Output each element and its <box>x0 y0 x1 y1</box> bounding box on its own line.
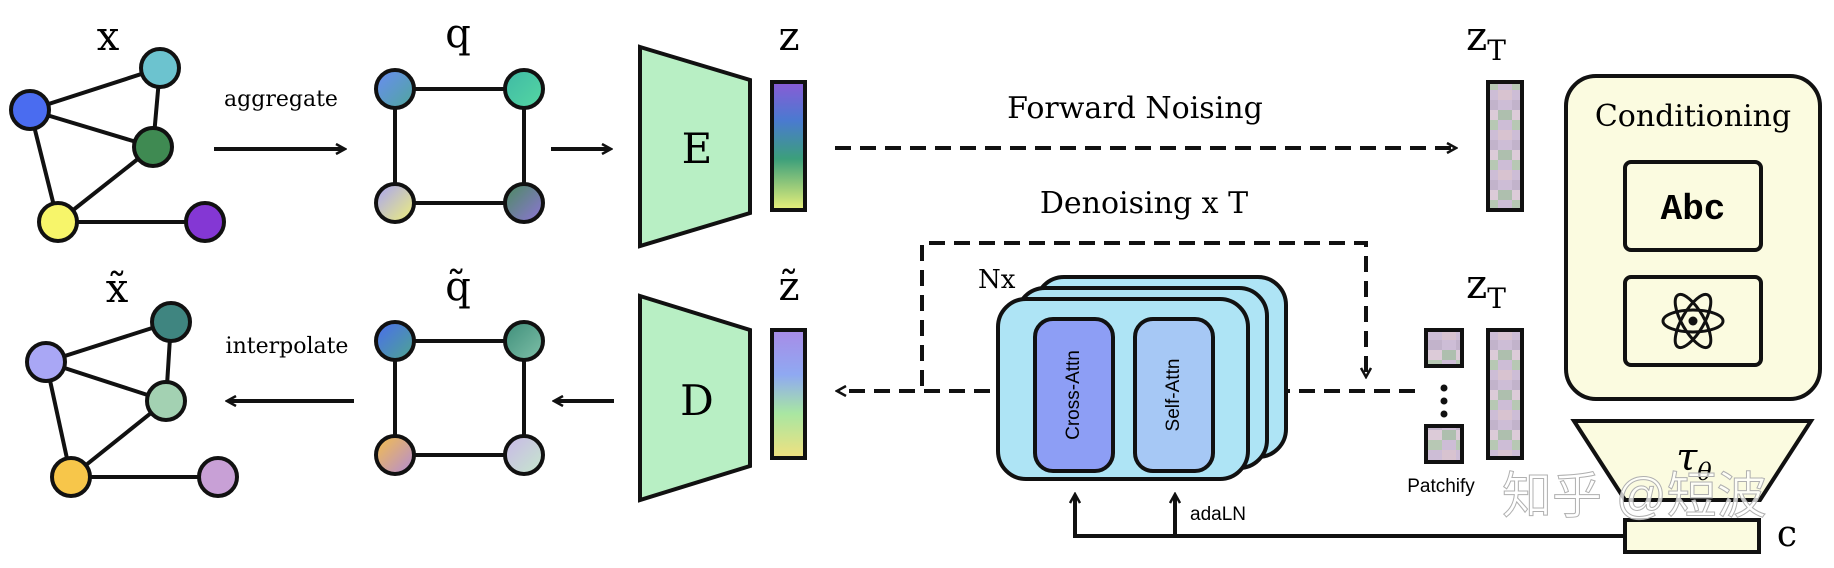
graph-node <box>150 301 192 343</box>
condition-c-box <box>1623 518 1761 554</box>
quad-q <box>374 68 545 224</box>
graph-node <box>139 47 181 89</box>
quad-node <box>503 434 545 476</box>
label-q: q <box>445 11 471 57</box>
label-x-tilde: x̃ <box>106 266 129 312</box>
label-forward-noising: Forward Noising <box>1007 91 1263 126</box>
label-interpolate: interpolate <box>226 334 349 359</box>
quad-node <box>374 434 416 476</box>
label-tau: τθ <box>1676 435 1712 486</box>
latent-zT-top <box>1486 80 1524 212</box>
condition-feed-line <box>1075 495 1625 538</box>
quad-node <box>503 182 545 224</box>
label-decoder: D <box>680 376 714 425</box>
cross-attn-block <box>1033 317 1115 473</box>
patchify-tokens <box>1424 328 1464 464</box>
graph-node <box>197 456 239 498</box>
input-graph <box>9 47 226 243</box>
label-encoder: E <box>682 124 713 173</box>
latent-zT-bottom <box>1486 328 1524 460</box>
quad-node <box>374 320 416 362</box>
quad-node <box>374 68 416 110</box>
denoising-loop <box>920 241 1366 386</box>
label-cross-attn: Cross-Attn <box>1063 350 1084 440</box>
self-attn-block <box>1133 317 1215 473</box>
label-abc: Abc <box>1661 189 1726 230</box>
graph-node <box>184 201 226 243</box>
label-aggregate: aggregate <box>224 87 338 112</box>
decoder-block <box>638 293 752 503</box>
latent-z-tilde <box>770 328 807 460</box>
label-q-tilde: q̃ <box>445 264 471 310</box>
watermark: 知乎 @短波 <box>1502 468 1767 524</box>
graph-node <box>9 89 51 131</box>
label-zT-bottom: zT <box>1466 262 1506 315</box>
label-self-attn: Self-Attn <box>1163 359 1184 432</box>
atom-icon <box>1661 292 1725 350</box>
quad-node <box>503 68 545 110</box>
graph-node <box>25 341 67 383</box>
quad-q-tilde <box>374 320 545 476</box>
encoder-block <box>638 44 752 249</box>
label-z: z <box>778 14 799 60</box>
label-conditioning: Conditioning <box>1595 99 1791 134</box>
label-denoising: Denoising x T <box>1040 186 1248 221</box>
output-graph <box>25 301 239 498</box>
label-x: x <box>97 14 120 60</box>
label-zT-top: zT <box>1466 14 1506 67</box>
label-adaln: adaLN <box>1190 504 1246 525</box>
graph-node <box>132 126 174 168</box>
quad-node <box>503 320 545 362</box>
graph-node <box>37 201 79 243</box>
text-condition-box <box>1623 160 1763 252</box>
latent-z <box>770 80 807 212</box>
tau-encoder <box>1570 419 1815 502</box>
quad-node <box>374 182 416 224</box>
label-c: c <box>1777 514 1797 555</box>
label-nx: Nx <box>978 265 1016 295</box>
label-patchify: Patchify <box>1407 476 1475 497</box>
graph-node <box>50 456 92 498</box>
label-z-tilde: z̃ <box>778 264 799 310</box>
graph-node <box>145 380 187 422</box>
